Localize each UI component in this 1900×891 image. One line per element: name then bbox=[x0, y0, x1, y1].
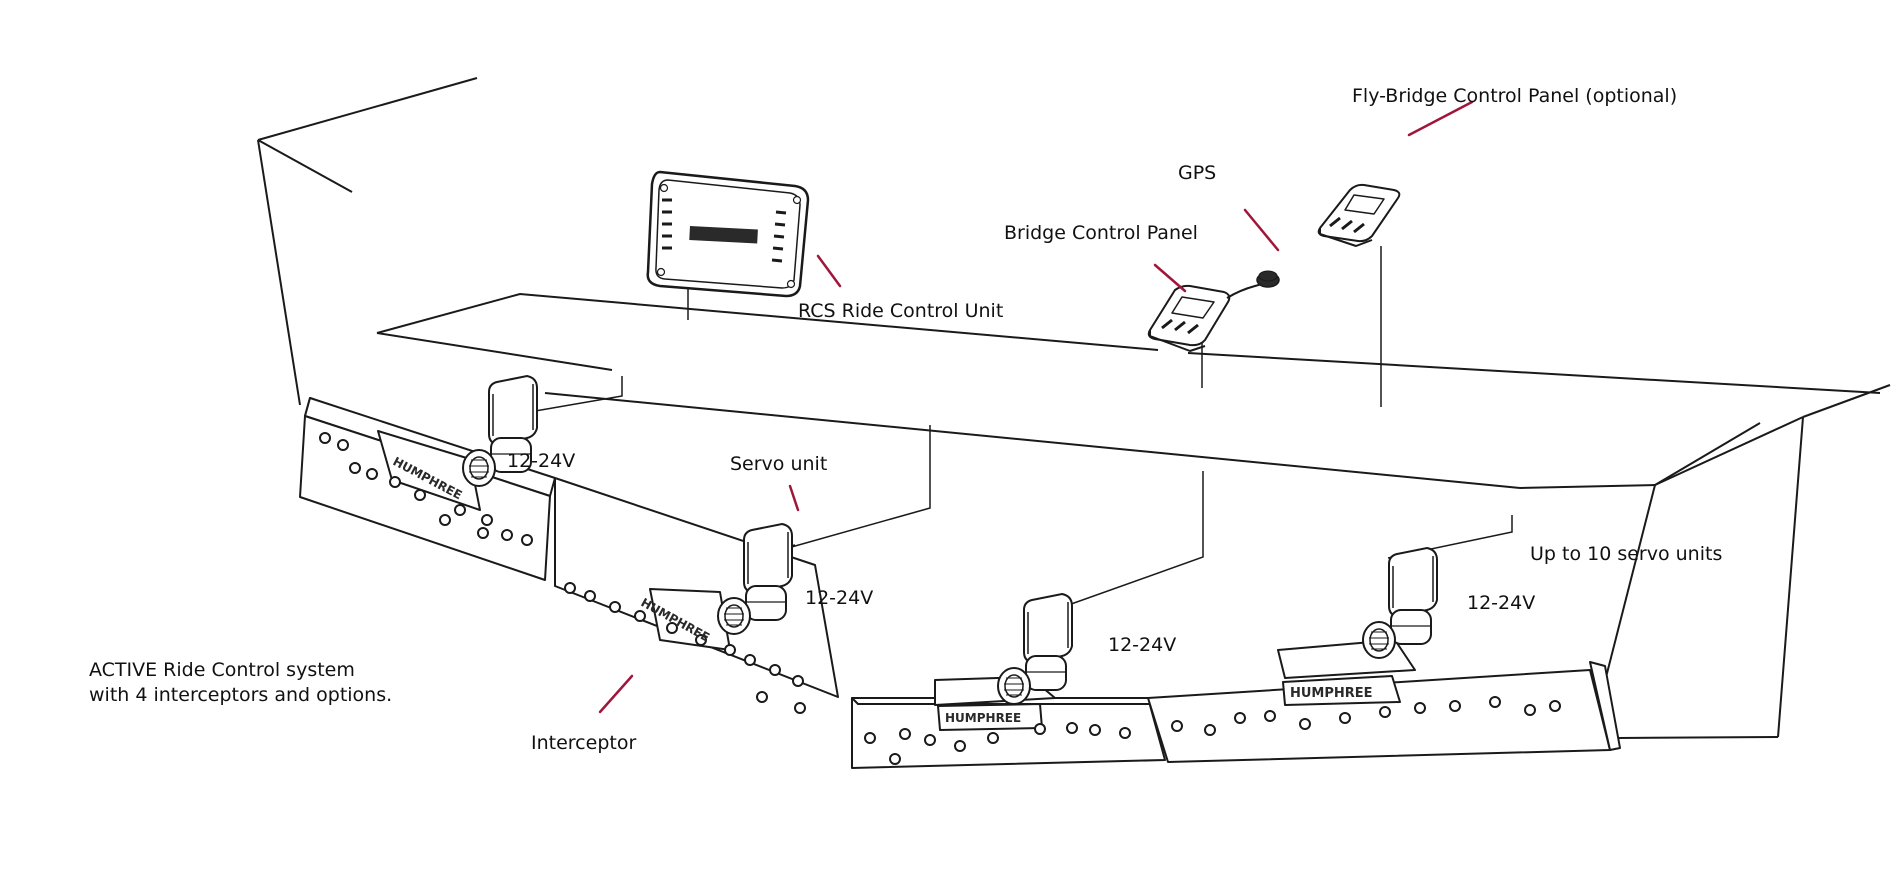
brand-mark: HUMPHREE bbox=[1290, 686, 1373, 701]
caption-line-1: ACTIVE Ride Control system bbox=[89, 659, 355, 681]
servo-unit-3 bbox=[997, 593, 1073, 705]
fly-bridge-panel-label: Fly-Bridge Control Panel (optional) bbox=[1352, 85, 1678, 107]
up-to-10-servo-units-label: Up to 10 servo units bbox=[1530, 543, 1723, 565]
bridge-panel-label: Bridge Control Panel bbox=[1004, 222, 1198, 244]
hull-outline bbox=[257, 77, 1891, 741]
caption-line-2: with 4 interceptors and options. bbox=[89, 684, 393, 707]
diagram-caption: ACTIVE Ride Control system with 4 interc… bbox=[89, 658, 392, 708]
interceptor-4: HUMPHREE bbox=[1147, 639, 1621, 763]
rcs-unit-label: RCS Ride Control Unit bbox=[798, 300, 1004, 322]
fly-bridge-control-panel bbox=[1317, 183, 1401, 247]
bridge-control-panel bbox=[1147, 279, 1275, 352]
cabling bbox=[487, 246, 1513, 609]
gps-label: GPS bbox=[1178, 162, 1217, 184]
servo-unit-4 bbox=[1362, 547, 1438, 659]
voltage-label-2: 12-24V bbox=[805, 587, 874, 609]
leader-lines bbox=[598, 100, 1474, 714]
brand-mark: HUMPHREE bbox=[945, 711, 1021, 725]
gps-antenna bbox=[1256, 270, 1280, 288]
deck-plane bbox=[376, 292, 1881, 394]
rcs-control-unit bbox=[646, 170, 810, 298]
voltage-label-3: 12-24V bbox=[1108, 634, 1177, 656]
voltage-label-1: 12-24V bbox=[507, 450, 576, 472]
voltage-label-4: 12-24V bbox=[1467, 592, 1536, 614]
interceptor-label: Interceptor bbox=[531, 732, 637, 754]
servo-unit-label: Servo unit bbox=[730, 453, 828, 475]
interceptor-2: HUMPHREE bbox=[554, 477, 839, 714]
